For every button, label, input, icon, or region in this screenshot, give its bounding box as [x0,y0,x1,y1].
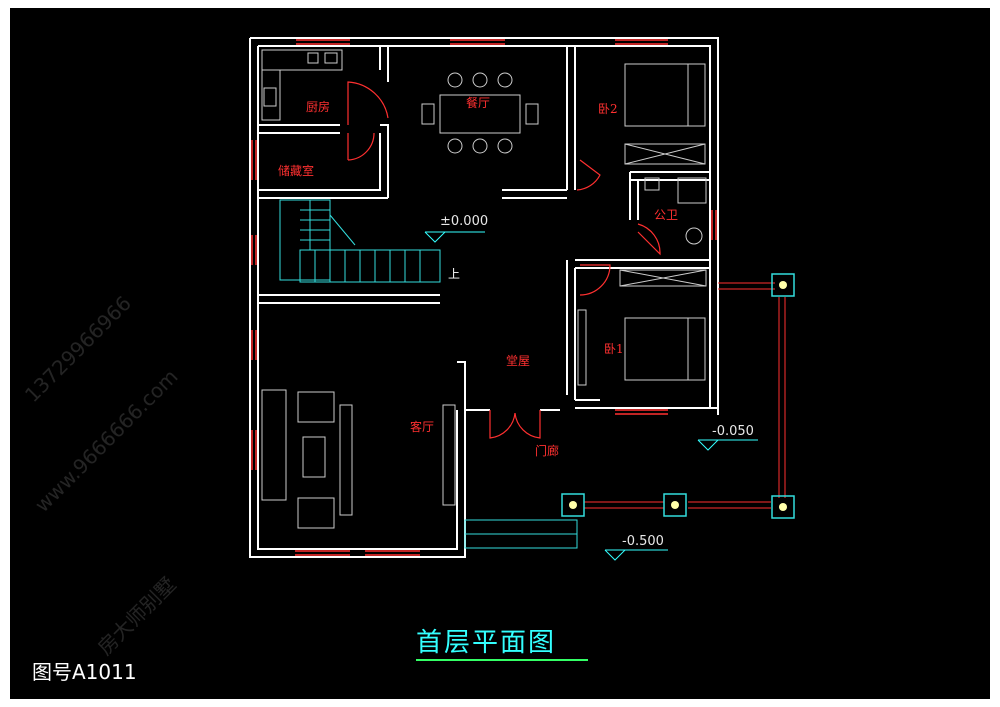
room-label-hall: 堂屋 [506,354,531,368]
room-label-bath: 公卫 [654,208,679,222]
walls [249,37,719,558]
outer-wall-left-bottom [249,38,466,558]
porch-railing [584,282,786,509]
room-label-dining: 餐厅 [466,96,491,110]
drawing-title: 首层平面图 [416,628,557,658]
title-underline [416,659,588,661]
room-label-bedroom2: 卧2 [598,102,618,116]
stairs [279,199,441,283]
drawing-number: 图号A1011 [32,660,137,684]
cad-frame [10,8,990,699]
outer-wall-left-bottom-inner [257,46,458,550]
elevation-markers [424,231,758,561]
room-label-kitchen: 厨房 [306,100,331,114]
porch-columns [561,273,795,519]
outer-wall-top-right-inner [258,45,711,407]
stair-up-label: 上 [448,267,461,281]
windows [251,39,717,556]
room-label-porch: 门廊 [535,444,560,458]
furniture [261,49,707,529]
elevation-ground: ±0.000 [440,214,489,229]
doors [347,81,661,439]
elevation-outdoor: -0.500 [622,534,664,549]
room-label-living: 客厅 [410,420,435,434]
room-label-bedroom1: 卧1 [604,342,624,356]
column-cores [569,281,787,511]
elevation-porch: -0.050 [712,424,754,439]
entry-steps [464,519,578,549]
room-label-storage: 储藏室 [278,164,315,178]
